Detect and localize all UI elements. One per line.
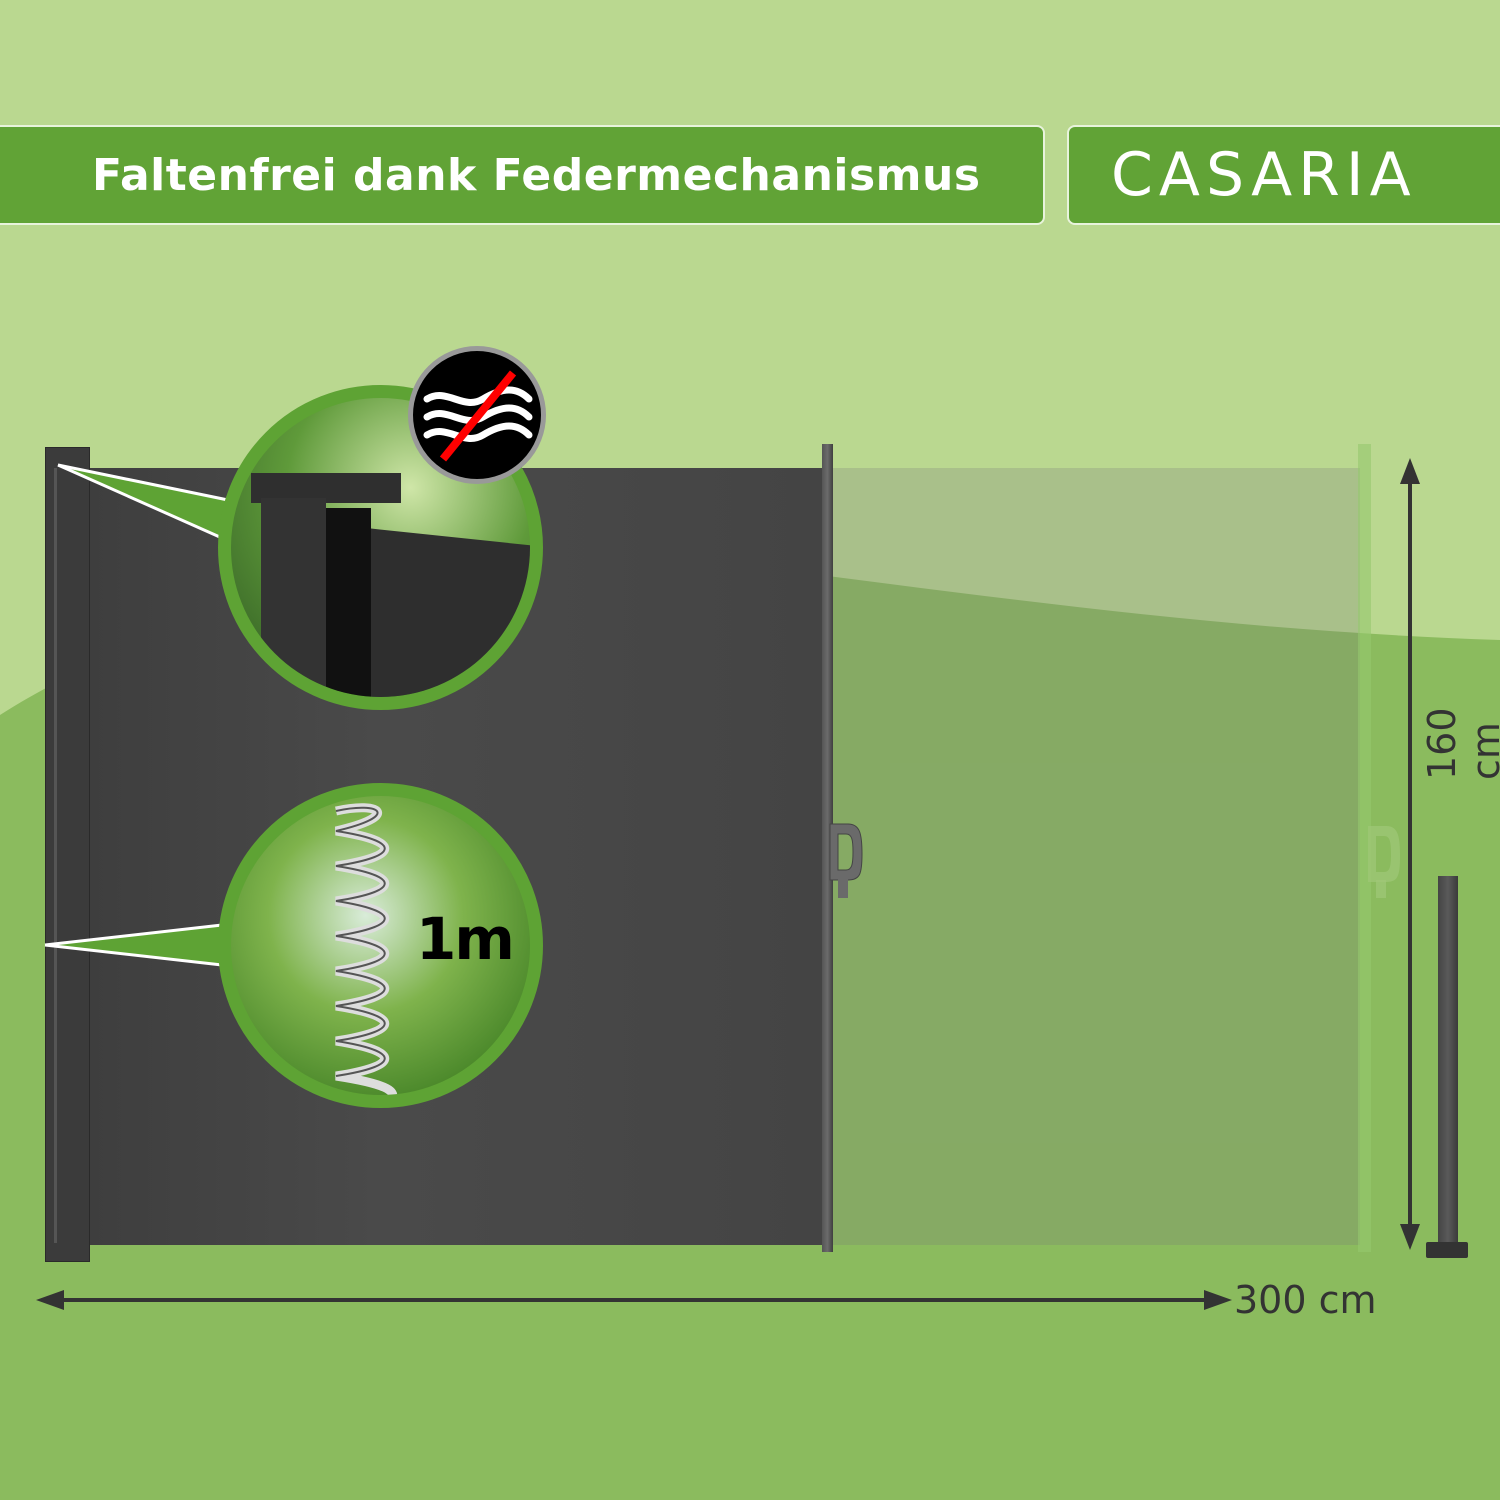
ghost-pull-bar xyxy=(1358,444,1371,1252)
ground-post xyxy=(1438,876,1458,1246)
width-dimension-label: 300 cm xyxy=(1234,1278,1377,1322)
height-dimension-label: 160 cm xyxy=(1420,707,1500,780)
pull-bar xyxy=(822,444,833,1252)
ground-post-base xyxy=(1426,1242,1468,1258)
handle-icon xyxy=(829,823,863,898)
brand-banner: CASARIA xyxy=(1067,125,1500,225)
callout-pointers xyxy=(44,463,229,967)
spring-icon xyxy=(334,803,398,1095)
spring-length-label: 1m xyxy=(416,905,515,973)
headline: Faltenfrei dank Federmechanismus xyxy=(92,149,981,201)
no-waves-icon xyxy=(423,370,533,462)
screen-extension-ghost xyxy=(833,468,1360,1245)
cassette-post xyxy=(45,447,90,1262)
brand-logo: CASARIA xyxy=(1111,140,1417,210)
no-wrinkles-badge xyxy=(408,346,546,484)
headline-banner: Faltenfrei dank Federmechanismus xyxy=(0,125,1045,225)
ghost-handle-icon xyxy=(1368,826,1400,898)
